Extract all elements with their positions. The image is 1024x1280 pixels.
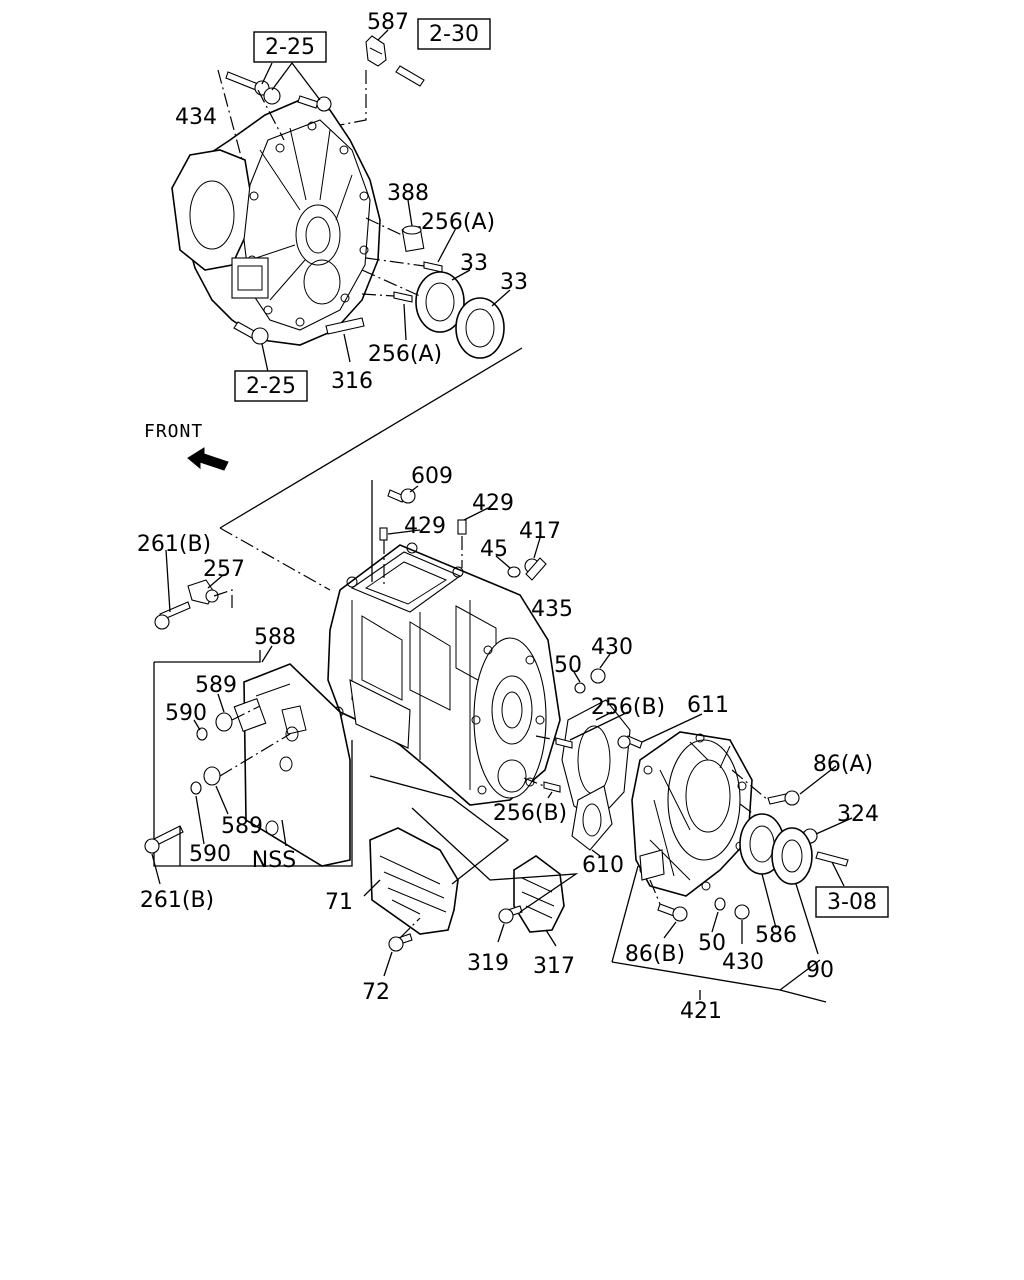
- bracket-421: [611, 865, 827, 1003]
- bolt-3-08: [815, 851, 849, 887]
- front-label: FRONT: [144, 421, 203, 442]
- callout-45: 45: [480, 537, 508, 562]
- oil-seals-33: [361, 269, 511, 359]
- oring-45-plug-417: [495, 537, 547, 581]
- assembly-leader: [219, 347, 523, 529]
- bolt-261b-clip-257: [154, 549, 233, 630]
- callout-33-a: 33: [460, 251, 488, 276]
- callout-589-bottom: 589: [221, 814, 263, 839]
- callout-611: 611: [687, 693, 729, 718]
- callout-588: 588: [254, 625, 296, 650]
- callout-388: 388: [387, 181, 429, 206]
- ref-2-25-top-label: 2-25: [265, 35, 315, 60]
- callout-261b-bottom: 261(B): [140, 888, 214, 913]
- ref-3-08-frame: [815, 886, 889, 918]
- callout-50-top: 50: [554, 653, 582, 678]
- ref-2-25-top-frame: [253, 31, 327, 63]
- callout-429-mid: 429: [404, 514, 446, 539]
- callout-256b-mid: 256(B): [493, 801, 567, 826]
- callout-nss: NSS: [252, 848, 296, 873]
- callout-430-top: 430: [591, 635, 633, 660]
- ref-2-25-bottom: 2-25: [234, 370, 308, 402]
- seals-586-90: [739, 813, 819, 955]
- callout-324: 324: [837, 802, 879, 827]
- callout-261b-top: 261(B): [137, 532, 211, 557]
- valves-589-590: [190, 693, 291, 845]
- callout-434: 434: [175, 105, 217, 130]
- housing-bolts-top: [225, 62, 332, 112]
- ref-2-30: 2-30: [417, 18, 491, 50]
- pins-256b: [523, 711, 629, 799]
- callout-586: 586: [755, 923, 797, 948]
- callout-590-top: 590: [165, 701, 207, 726]
- callout-590-bottom: 590: [189, 842, 231, 867]
- oring-50-plug-430-top: [573, 653, 611, 694]
- callout-256b-top: 256(B): [591, 695, 665, 720]
- strainer-71: [363, 827, 459, 977]
- ref-2-30-frame: [417, 18, 491, 50]
- reference-boxes: 2-25 2-30 2-25 3-08: [234, 18, 889, 918]
- callout-90: 90: [806, 958, 834, 983]
- ref-3-08-label: 3-08: [827, 890, 877, 915]
- callout-257: 257: [203, 557, 245, 582]
- callout-429-top: 429: [472, 491, 514, 516]
- callout-33-b: 33: [500, 270, 528, 295]
- plate-317-bolt-319: [497, 855, 565, 947]
- callout-417: 417: [519, 519, 561, 544]
- callout-72: 72: [362, 980, 390, 1005]
- bolt-609: [371, 480, 419, 582]
- callout-86a: 86(A): [813, 752, 873, 777]
- housing-bolt-bottom: [233, 321, 269, 373]
- ref-2-25-top: 2-25: [253, 31, 327, 63]
- callout-71: 71: [325, 890, 353, 915]
- rear-housing-421: [617, 713, 753, 897]
- gasket-316: [325, 317, 365, 363]
- callout-256a-top: 256(A): [421, 210, 495, 235]
- callout-587: 587: [367, 10, 409, 35]
- callout-50-bottom: 50: [698, 931, 726, 956]
- callout-317: 317: [533, 954, 575, 979]
- callout-435: 435: [531, 597, 573, 622]
- pins-429: [379, 507, 489, 586]
- dowel-pins-256a: [361, 227, 457, 341]
- gaskets-610-611: [561, 699, 631, 857]
- callout-421: 421: [680, 999, 722, 1024]
- breather-pipe-587: [339, 29, 425, 126]
- clutch-housing-434: [171, 99, 381, 346]
- bush-388: [365, 199, 425, 253]
- bolt-86b-oring-plug-bottom: [649, 879, 750, 944]
- callout-86b: 86(B): [625, 942, 685, 967]
- cover-588-nss: [153, 645, 353, 867]
- callout-609: 609: [411, 464, 453, 489]
- bolt-261b-bottom: [144, 825, 184, 885]
- ref-2-25-bottom-frame: [234, 370, 308, 402]
- ref-2-25-bottom-label: 2-25: [246, 374, 296, 399]
- ref-3-08: 3-08: [815, 886, 889, 918]
- transmission-case-435: [327, 542, 561, 806]
- callout-430-bottom: 430: [722, 950, 764, 975]
- callout-256a-bottom: 256(A): [368, 342, 442, 367]
- ref-2-30-label: 2-30: [429, 22, 479, 47]
- callout-589-top: 589: [195, 673, 237, 698]
- callout-319: 319: [467, 951, 509, 976]
- callout-610: 610: [582, 853, 624, 878]
- front-direction-arrow: [187, 447, 229, 471]
- callout-316: 316: [331, 369, 373, 394]
